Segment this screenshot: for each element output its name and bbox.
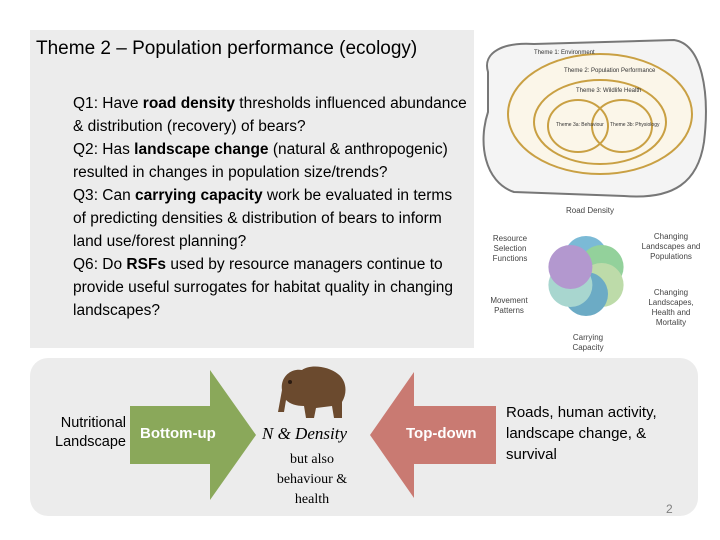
theme2-label: Theme 2: Population Performance xyxy=(564,68,656,74)
venn-label-carrying-capacity: Carrying Capacity xyxy=(572,333,604,352)
questions-list: Q1: Have road density thresholds influen… xyxy=(73,92,468,322)
venn-label-road-density: Road Density xyxy=(565,206,615,215)
slide-title: Theme 2 – Population performance (ecolog… xyxy=(36,38,418,59)
roads-label: Roads, human activity, landscape change,… xyxy=(506,404,657,463)
question-q3: Q3: Can carrying capacity work be evalua… xyxy=(73,187,453,250)
question-q1: Q1: Have road density thresholds influen… xyxy=(73,95,467,135)
but-also-label: but also behaviour & health xyxy=(276,452,348,507)
bear-body xyxy=(278,366,346,418)
venn-label-resource-selection: Resource Selection Functions xyxy=(492,234,528,263)
physiology-circle xyxy=(591,99,653,153)
bottom-up-arrow xyxy=(130,370,256,500)
theme3b-label: Theme 3b: Physiology xyxy=(610,122,660,128)
bottom-up-arrow-shape xyxy=(130,370,256,500)
nutritional-landscape-label: Nutritional Landscape xyxy=(55,415,126,450)
theme3a-label: Theme 3a: Behaviour xyxy=(556,122,604,128)
question-q6: Q6: Do RSFs used by resource managers co… xyxy=(73,256,453,319)
top-down-arrow-shape xyxy=(370,372,496,498)
theme1-label: Theme 1: Environment xyxy=(534,50,595,56)
venn-label-movement-patterns: Movement Patterns xyxy=(490,296,528,315)
behaviour-circle xyxy=(547,99,609,153)
questions-panel xyxy=(30,30,474,348)
venn-label-changing-landscapes-health: Changing Landscapes, Health and Mortalit… xyxy=(648,288,694,327)
question-q2: Q2: Has landscape change (natural & anth… xyxy=(73,141,448,181)
page-number: 2 xyxy=(666,502,673,516)
venn-flower xyxy=(548,236,624,316)
bear-eye xyxy=(288,380,292,384)
top-down-label: Top-down xyxy=(406,425,477,442)
venn-petal xyxy=(548,245,593,289)
theme3-label: Theme 3: Wildlife Health xyxy=(576,88,641,94)
venn-label-changing-landscapes-populations: Changing Landscapes and Populations xyxy=(641,232,701,261)
top-down-arrow xyxy=(370,372,496,498)
n-density-label: N & Density xyxy=(262,424,347,443)
theme-diagram: Theme 1: Environment Theme 2: Population… xyxy=(482,38,707,198)
bear-image xyxy=(278,366,346,418)
bottom-up-label: Bottom-up xyxy=(140,425,216,442)
